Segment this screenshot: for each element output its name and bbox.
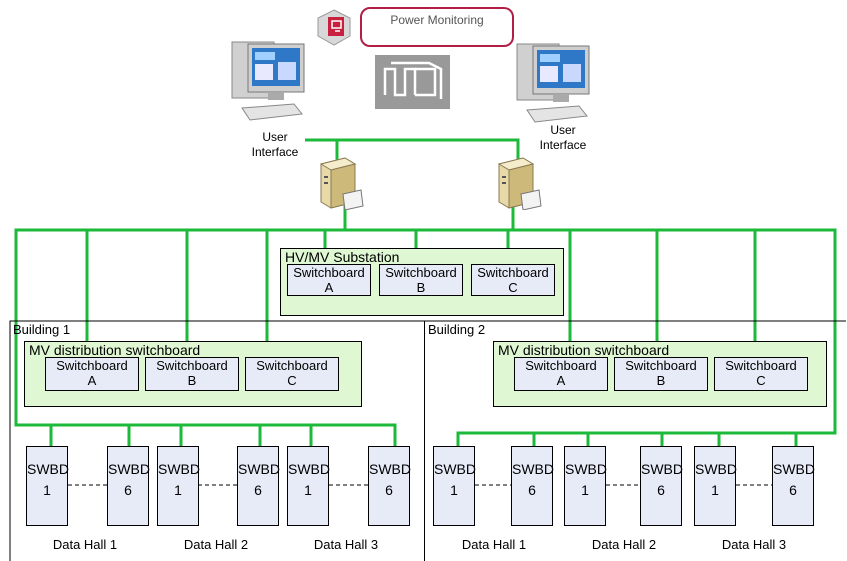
data-hall-label: Data Hall 3 (721, 537, 787, 552)
mv-distribution-label: MV distribution switchboard (29, 342, 201, 358)
swbd-box: SWBD 6 (368, 446, 411, 526)
building-1-label: Building 1 (13, 322, 71, 337)
switchboard-id: B (656, 373, 666, 388)
swbd-box: SWBD 6 (107, 446, 150, 526)
swbd-number: 6 (789, 482, 797, 498)
hv-mv-substation: HV/MV Substation Switchboard A Switchboa… (280, 248, 564, 316)
swbd-number: 1 (711, 482, 719, 498)
switchboard-text: Switchboard (385, 265, 457, 280)
mv-distribution-label: MV distribution switchboard (498, 342, 670, 358)
swbd-box: SWBD 6 (772, 446, 815, 526)
caption-line: User (550, 123, 576, 137)
caption-line: Interface (539, 138, 587, 152)
swbd-box: SWBD 1 (26, 446, 69, 526)
swbd-box: SWBD 1 (433, 446, 476, 526)
switchboard-id: C (756, 373, 766, 388)
switchboard-text: Switchboard (625, 358, 697, 373)
swbd-text: SWBD (773, 461, 815, 477)
switchboard-text: Switchboard (725, 358, 797, 373)
swbd-text: SWBD (288, 461, 330, 477)
switchboard-id: C (287, 373, 297, 388)
swbd-text: SWBD (512, 461, 554, 477)
swbd-text: SWBD (641, 461, 683, 477)
swbd-number: 6 (528, 482, 536, 498)
switchboard-b: Switchboard B (614, 357, 708, 391)
swbd-number: 6 (254, 482, 262, 498)
data-hall-label: Data Hall 1 (461, 537, 527, 552)
workstation-icon (513, 36, 593, 124)
swbd-number: 1 (174, 482, 182, 498)
switchboard-a: Switchboard A (45, 357, 139, 391)
substation-label: HV/MV Substation (285, 249, 400, 265)
user-interface-label: User Interface (533, 123, 593, 153)
swbd-number: 1 (43, 482, 51, 498)
swbd-text: SWBD (434, 461, 476, 477)
swbd-number: 6 (124, 482, 132, 498)
title-text: Power Monitoring (390, 13, 484, 27)
swbd-number: 1 (304, 482, 312, 498)
switchboard-text: Switchboard (525, 358, 597, 373)
data-hall-label: Data Hall 2 (183, 537, 249, 552)
swbd-box: SWBD 6 (640, 446, 683, 526)
swbd-text: SWBD (565, 461, 607, 477)
swbd-text: SWBD (108, 461, 150, 477)
switchboard-c: Switchboard C (714, 357, 808, 391)
swbd-box: SWBD 6 (511, 446, 554, 526)
user-interface-label: User Interface (245, 130, 305, 160)
swbd-text: SWBD (27, 461, 69, 477)
swbd-number: 1 (581, 482, 589, 498)
switchboard-a: Switchboard A (514, 357, 608, 391)
switchboard-text: Switchboard (56, 358, 128, 373)
data-hall-label: Data Hall 3 (313, 537, 379, 552)
swbd-box: SWBD 1 (287, 446, 330, 526)
switchboard-id: A (556, 373, 566, 388)
swbd-text: SWBD (369, 461, 411, 477)
building-1-mv-distribution: MV distribution switchboard Switchboard … (24, 341, 362, 407)
swbd-box: SWBD 1 (564, 446, 607, 526)
data-hall-label: Data Hall 2 (591, 537, 657, 552)
switchboard-text: Switchboard (256, 358, 328, 373)
switchboard-c: Switchboard C (245, 357, 339, 391)
swbd-box: SWBD 1 (694, 446, 737, 526)
switchboard-id: C (508, 280, 518, 295)
building-2-label: Building 2 (428, 322, 486, 337)
switchboard-b: Switchboard B (379, 264, 463, 296)
switchboard-b: Switchboard B (145, 357, 239, 391)
switchboard-id: A (324, 280, 334, 295)
switchboard-text: Switchboard (293, 265, 365, 280)
switchboard-text: Switchboard (156, 358, 228, 373)
switchboard-id: B (416, 280, 426, 295)
swbd-number: 6 (657, 482, 665, 498)
swbd-box: SWBD 1 (157, 446, 200, 526)
caption-line: Interface (251, 145, 299, 159)
caption-line: User (262, 130, 288, 144)
swbd-text: SWBD (238, 461, 280, 477)
app-logo-icon (314, 8, 354, 48)
building-2-mv-distribution: MV distribution switchboard Switchboard … (493, 341, 827, 407)
power-monitoring-logo-icon (375, 55, 450, 109)
server-icon (493, 156, 543, 211)
data-hall-label: Data Hall 1 (52, 537, 118, 552)
switchboard-a: Switchboard A (287, 264, 371, 296)
workstation-icon (228, 34, 308, 122)
switchboard-c: Switchboard C (471, 264, 555, 296)
swbd-text: SWBD (695, 461, 737, 477)
switchboard-id: A (87, 373, 97, 388)
swbd-text: SWBD (158, 461, 200, 477)
switchboard-text: Switchboard (477, 265, 549, 280)
swbd-box: SWBD 6 (237, 446, 280, 526)
power-monitoring-title: Power Monitoring (360, 7, 514, 47)
swbd-number: 1 (450, 482, 458, 498)
switchboard-id: B (187, 373, 197, 388)
swbd-number: 6 (385, 482, 393, 498)
server-icon (315, 156, 365, 211)
